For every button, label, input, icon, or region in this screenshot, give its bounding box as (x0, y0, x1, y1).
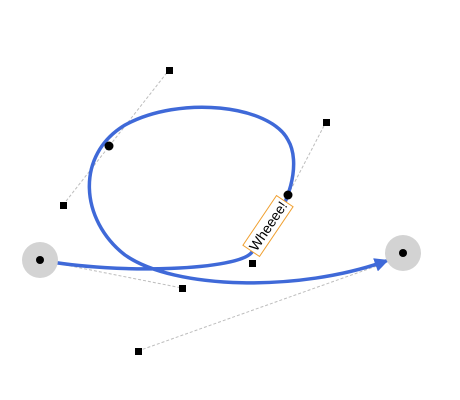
handle-line (137, 261, 389, 352)
control-handle[interactable] (249, 260, 256, 267)
handle-lines (39, 69, 389, 352)
handle-line (39, 259, 183, 289)
control-handle[interactable] (323, 119, 330, 126)
end-anchor-dot[interactable] (399, 249, 407, 257)
handle-line (62, 69, 170, 206)
start-anchor-dot[interactable] (36, 256, 44, 264)
curve-label-box (242, 194, 294, 258)
loop-curve[interactable] (38, 105, 389, 285)
curve-label: Wheeee! (242, 194, 294, 258)
start-anchor[interactable] (22, 242, 58, 278)
curve-point[interactable] (283, 190, 293, 200)
control-handle[interactable] (60, 202, 67, 209)
control-handle[interactable] (166, 67, 173, 74)
curve-point[interactable] (104, 141, 114, 151)
control-handle[interactable] (135, 348, 142, 355)
curve-label-text: Wheeee! (246, 198, 291, 253)
control-handle[interactable] (179, 285, 186, 292)
end-anchor[interactable] (385, 235, 421, 271)
handle-line (287, 121, 327, 196)
